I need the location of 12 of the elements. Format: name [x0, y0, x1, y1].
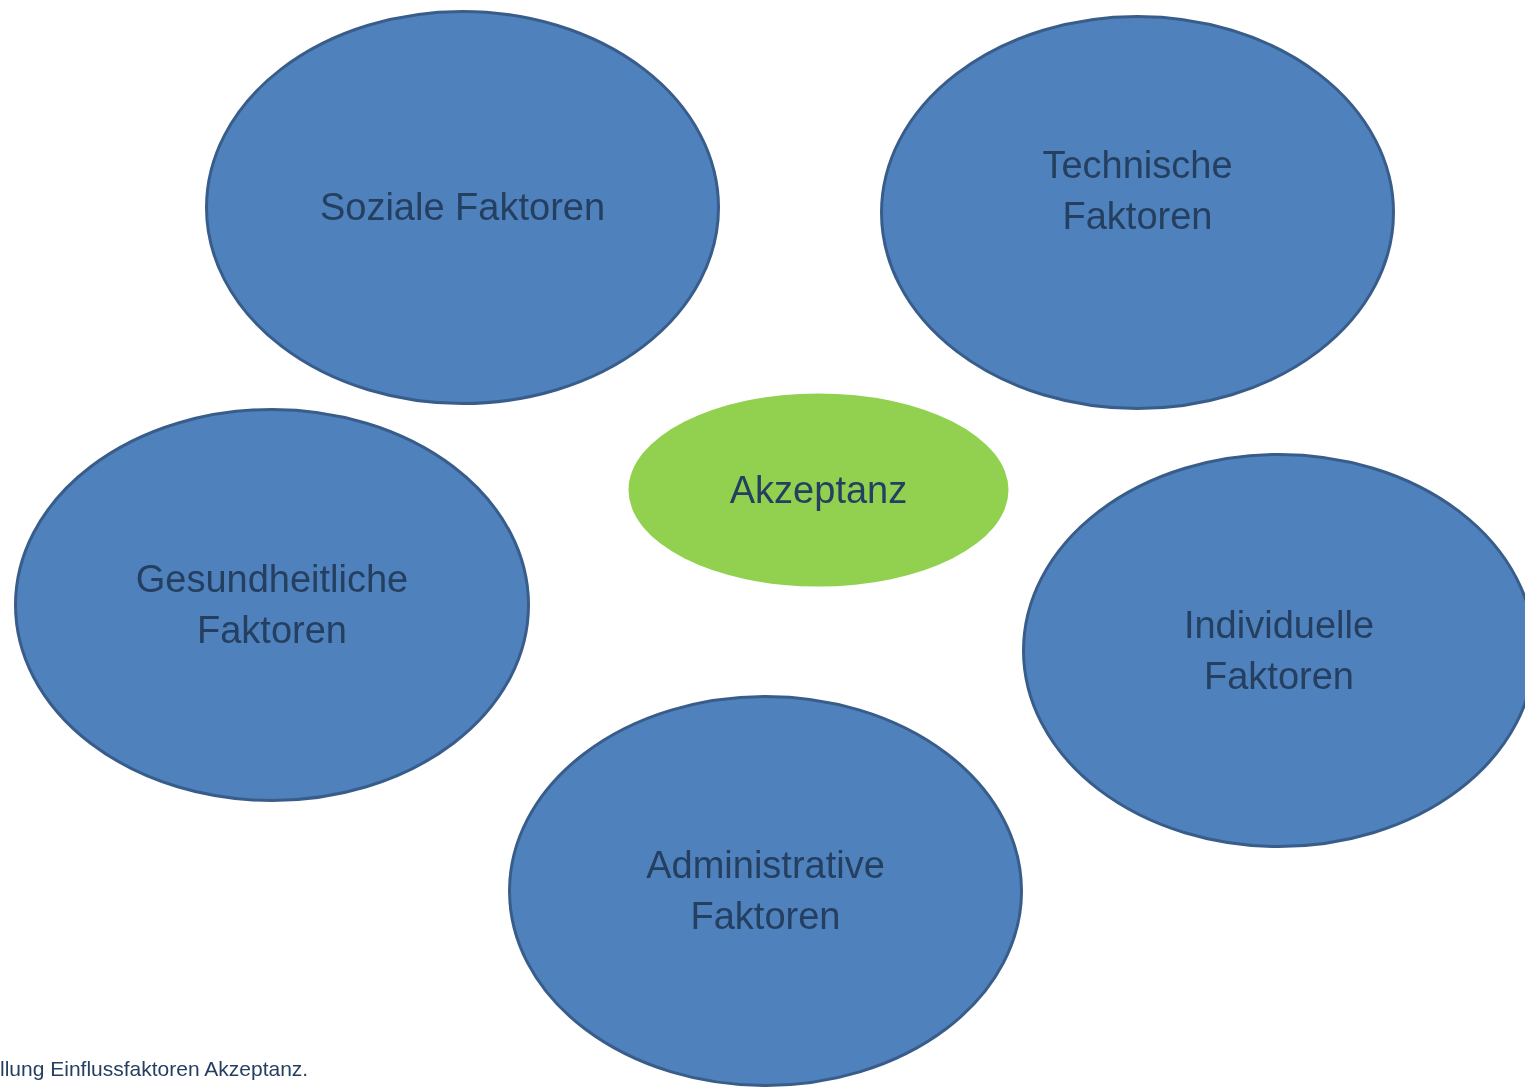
node-label: Administrative Faktoren: [645, 843, 886, 939]
ellipse-node: [205, 10, 720, 405]
node-label: Technische Faktoren: [1041, 142, 1234, 239]
ellipse-node: [880, 15, 1395, 410]
ellipse-node: [508, 695, 1023, 1087]
node-label: Gesundheitliche Faktoren: [134, 557, 410, 653]
ellipse-node: [627, 392, 1010, 588]
node-label: Akzeptanz: [729, 467, 908, 513]
caption: llung Einflussfaktoren Akzeptanz.: [0, 1057, 309, 1081]
node-label: Individuelle Faktoren: [1182, 602, 1376, 699]
ellipse-node: [14, 408, 530, 802]
node-label: Soziale Faktoren: [319, 185, 606, 230]
